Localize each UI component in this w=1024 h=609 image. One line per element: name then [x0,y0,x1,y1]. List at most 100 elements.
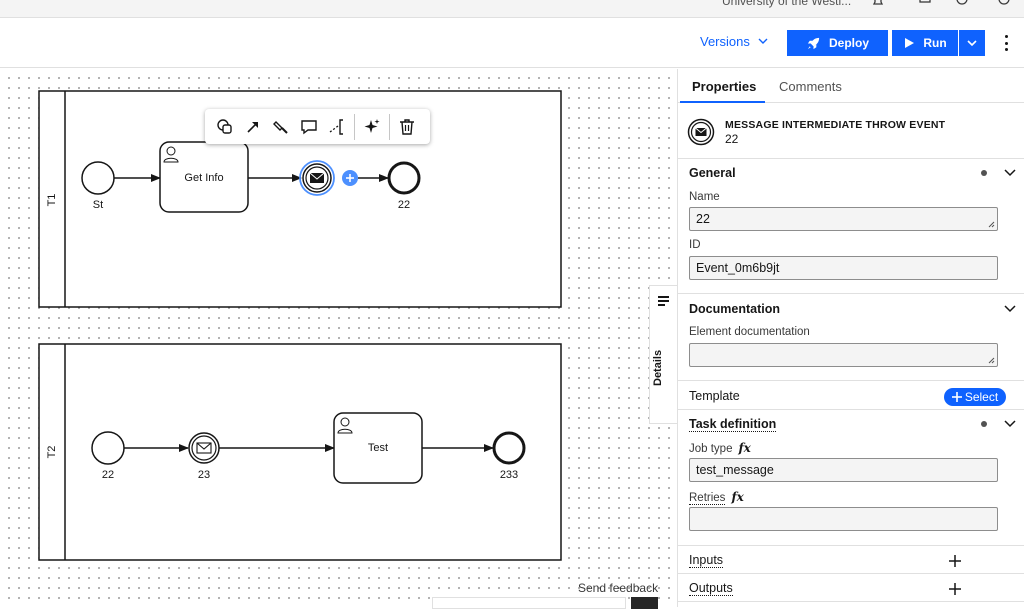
divider [678,601,1024,602]
catch-event-label: 23 [198,469,210,481]
run-label: Run [923,36,947,50]
canvas-action-button[interactable] [631,597,658,609]
divider [678,573,1024,574]
bpmn-diagram[interactable]: T1 St Get Info [0,69,677,607]
resize-handle-icon[interactable] [988,221,995,228]
add-output-icon[interactable] [949,583,961,595]
canvas-zoom-controls[interactable] [432,597,626,609]
plus-icon [951,392,962,402]
envelope-icon [196,442,212,454]
element-documentation-label: Element documentation [689,326,810,338]
change-type-icon [217,118,232,134]
name-field[interactable]: 22 [689,207,998,231]
connect-button[interactable] [239,113,267,141]
help-icon[interactable] [955,0,969,8]
group-has-entries-dot [981,170,987,176]
retries-field[interactable] [689,507,998,531]
comment-button[interactable] [295,113,323,141]
top-header: University of the Westi... [0,0,1024,18]
divider [678,545,1024,546]
template-label: Template [689,389,740,403]
user-task-test[interactable]: Test [333,412,423,484]
divider [678,380,1024,381]
start-event-label: 22 [102,469,114,481]
resize-handle-icon[interactable] [988,357,995,364]
chevron-down-icon[interactable] [1004,169,1016,177]
separator [354,113,355,140]
end-event-22[interactable]: 22 [387,161,421,211]
job-type-value: test_message [696,463,774,477]
chevron-down-icon[interactable] [1004,420,1016,428]
retries-label: Retries [689,492,726,505]
element-type: MESSAGE INTERMEDIATE THROW EVENT [725,119,946,131]
deploy-button[interactable]: Deploy [787,30,888,56]
change-type-button[interactable] [211,113,239,141]
group-title-task-definition[interactable]: Task definition [689,417,777,432]
tab-comments[interactable]: Comments [779,79,842,94]
select-label: Select [964,390,999,404]
append-element-button[interactable] [342,170,358,186]
envelope-icon [309,172,325,183]
group-title-outputs[interactable]: Outputs [689,581,733,596]
element-header: MESSAGE INTERMEDIATE THROW EVENT 22 [678,104,1024,159]
divider [678,409,1024,410]
message-throw-event-icon [687,118,715,146]
task-label: Get Info [184,172,223,184]
paint-icon [273,120,288,134]
comment-icon [301,119,317,134]
fx-icon[interactable]: fx [738,441,751,455]
versions-label: Versions [700,34,750,49]
add-input-icon[interactable] [949,555,961,567]
apps-icon[interactable] [918,0,932,8]
run-button[interactable]: Run [892,30,958,56]
end-event-label: 22 [398,199,410,211]
id-value: Event_0m6b9jt [696,261,780,275]
select-template-button[interactable]: Select [944,388,1006,406]
group-title-documentation[interactable]: Documentation [689,302,780,316]
organization-name[interactable]: University of the Westi... [722,0,852,8]
element-documentation-field[interactable] [689,343,998,367]
name-value: 22 [696,212,710,226]
id-field[interactable]: Event_0m6b9jt [689,256,998,280]
trash-icon [400,118,414,135]
details-panel-toggle[interactable]: Details [649,285,677,424]
chevron-down-icon[interactable] [1004,305,1016,313]
user-task-get-info[interactable]: Get Info [159,141,249,213]
versions-dropdown[interactable]: Versions [700,34,768,49]
name-label: Name [689,191,720,203]
group-title-general[interactable]: General [689,166,736,180]
send-feedback-link[interactable]: Send feedback [578,581,659,595]
group-has-entries-dot [981,421,987,427]
notification-icon[interactable] [871,0,885,8]
details-label: Details [652,349,664,386]
context-pad [205,109,430,144]
group-title-inputs[interactable]: Inputs [689,553,724,568]
message-throw-event-selected[interactable] [299,160,335,196]
chevron-down-icon [967,39,977,46]
ai-assist-button[interactable] [358,113,386,141]
fx-icon[interactable]: fx [731,490,744,504]
pool-t2[interactable]: T2 [38,343,562,561]
sparkle-icon [364,118,380,133]
user-avatar-icon[interactable] [997,0,1011,8]
delete-button[interactable] [393,113,421,141]
id-label: ID [689,239,701,251]
job-type-label: Job type [689,443,733,455]
divider [678,293,1024,294]
tab-properties[interactable]: Properties [692,79,757,94]
user-task-icon [337,417,353,434]
active-tab-indicator [680,101,765,103]
start-event-22[interactable]: 22 [91,431,125,481]
run-options-button[interactable] [959,30,985,56]
panel-tabs: Properties Comments [678,69,1024,103]
job-type-field[interactable]: test_message [689,458,998,482]
overflow-menu-button[interactable] [998,32,1014,54]
color-button[interactable] [267,113,295,141]
chevron-down-icon [758,38,768,44]
element-name: 22 [725,132,739,146]
annotation-button[interactable] [323,113,351,141]
end-event-233[interactable]: 233 [492,431,526,481]
text-annotation-icon [329,118,343,135]
diagram-canvas[interactable]: T1 St Get Info [0,69,677,607]
deploy-label: Deploy [828,36,869,50]
